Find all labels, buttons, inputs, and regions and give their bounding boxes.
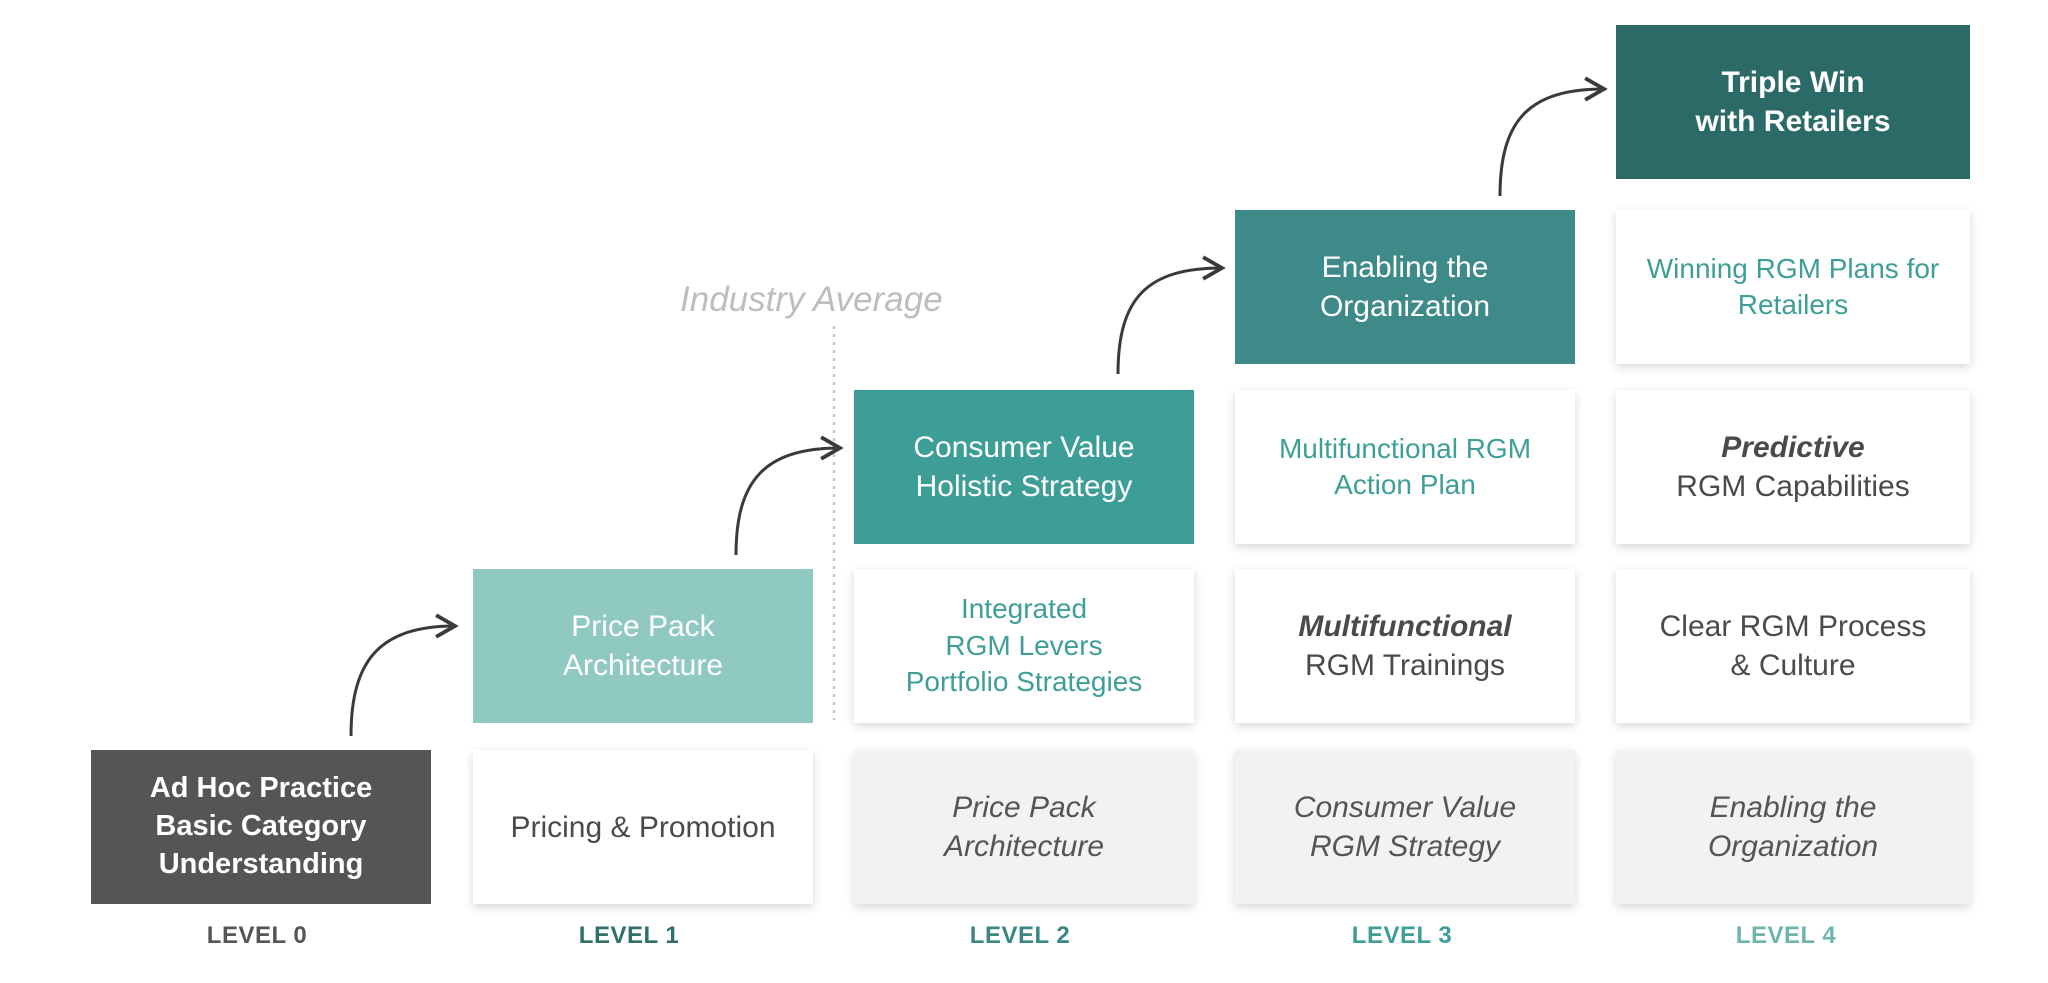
level1-head: Price Pack Architecture xyxy=(473,569,813,723)
level1-label: LEVEL 1 xyxy=(578,922,680,949)
industry-average-label: Industry Average xyxy=(680,280,943,319)
level1-head-line: Price Pack xyxy=(571,610,715,643)
level2-label: LEVEL 2 xyxy=(969,922,1071,949)
level4-head: Triple Win with Retailers xyxy=(1616,25,1970,179)
level3-head: Enabling the Organization xyxy=(1235,210,1575,364)
card-line: Price Pack xyxy=(952,791,1096,824)
level1-card-pricing-promotion: Pricing & Promotion xyxy=(473,750,813,904)
card-line: RGM Capabilities xyxy=(1676,470,1910,503)
card-emphasis: Predictive xyxy=(1721,431,1865,464)
level3-head-line: Organization xyxy=(1319,290,1491,323)
card-line: Multifunctional RGM xyxy=(1278,432,1532,464)
card-line: Action Plan xyxy=(1334,469,1476,500)
level4-card-predictive: Predictive RGM Capabilities xyxy=(1616,390,1970,544)
card-line: Winning RGM Plans for xyxy=(1646,252,1940,284)
card-line: & Culture xyxy=(1730,649,1856,682)
arrow-level3-to-level4 xyxy=(1498,76,1608,197)
level0-head: Ad Hoc Practice Basic Category Understan… xyxy=(91,750,431,904)
level3-head-line: Enabling the xyxy=(1321,251,1489,284)
level0-label: LEVEL 0 xyxy=(206,922,308,949)
level2-head-line: Holistic Strategy xyxy=(915,470,1133,503)
level3-label: LEVEL 3 xyxy=(1351,922,1453,949)
card-line: Organization xyxy=(1707,830,1879,863)
level1-head-line: Architecture xyxy=(562,649,724,682)
card-line: Portfolio Strategies xyxy=(905,666,1143,698)
arrow-level2-to-level3 xyxy=(1116,255,1226,375)
card-line: Architecture xyxy=(943,830,1105,863)
level4-card-process-culture: Clear RGM Process & Culture xyxy=(1616,569,1970,723)
level3-card-trainings: Multifunctional RGM Trainings xyxy=(1235,569,1575,723)
level2-card-integrated-levers: Integrated RGM Levers Portfolio Strategi… xyxy=(854,569,1194,723)
level0-head-line: Understanding xyxy=(158,847,364,880)
card-line: Pricing & Promotion xyxy=(510,810,776,844)
level2-head-line: Consumer Value xyxy=(913,431,1135,464)
level0-head-line: Ad Hoc Practice xyxy=(149,772,373,805)
level3-card-consumer-value: Consumer Value RGM Strategy xyxy=(1235,750,1575,904)
level0-head-line: Basic Category xyxy=(155,810,367,843)
card-emphasis: Multifunctional xyxy=(1298,610,1512,643)
level4-head-line: Triple Win xyxy=(1721,66,1865,99)
card-line: Consumer Value xyxy=(1293,791,1517,824)
card-line: RGM Strategy xyxy=(1309,830,1501,863)
level4-card-winning-plans: Winning RGM Plans for Retailers xyxy=(1616,210,1970,364)
card-line: Clear RGM Process xyxy=(1659,610,1927,643)
level2-card-price-pack: Price Pack Architecture xyxy=(854,750,1194,904)
card-line: RGM Trainings xyxy=(1304,649,1506,682)
level4-label: LEVEL 4 xyxy=(1735,922,1837,949)
arrow-level1-to-level2 xyxy=(734,435,844,556)
level4-head-line: with Retailers xyxy=(1695,105,1891,138)
arrow-level0-to-level1 xyxy=(349,613,459,737)
level4-card-enabling-org: Enabling the Organization xyxy=(1616,750,1970,904)
card-line: Retailers xyxy=(1737,289,1849,320)
level3-card-action-plan: Multifunctional RGM Action Plan xyxy=(1235,390,1575,544)
card-line: Enabling the xyxy=(1709,791,1877,824)
card-line: Integrated xyxy=(960,593,1088,625)
level2-head: Consumer Value Holistic Strategy xyxy=(854,390,1194,544)
card-line: RGM Levers xyxy=(945,629,1103,661)
